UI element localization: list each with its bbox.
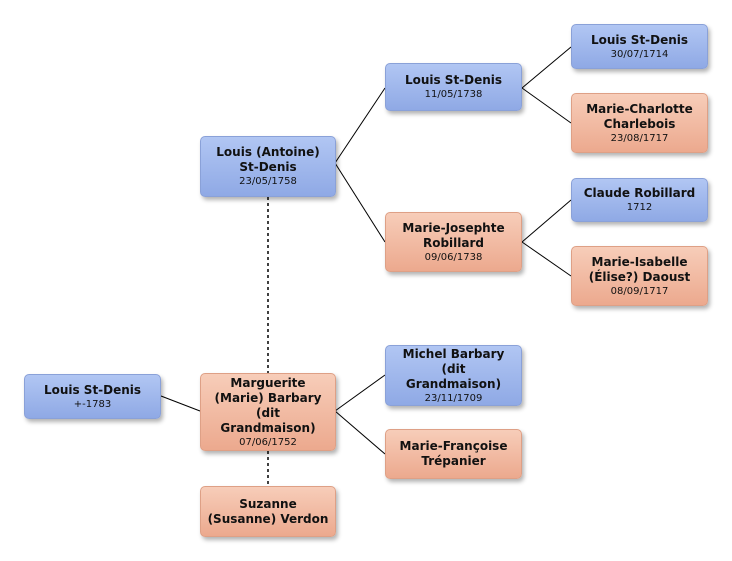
person-name: Marie-Charlotte Charlebois: [586, 101, 693, 131]
connector-father-patgm: [334, 162, 386, 243]
person-date: 1712: [626, 202, 653, 213]
connector-root-mother: [160, 395, 201, 412]
person-date: 11/05/1738: [424, 89, 483, 100]
person-name: Marie-Josephte Robillard: [402, 220, 505, 250]
connector-patgm-ggf2: [521, 199, 572, 243]
person-name: Marie-Françoise Trépanier: [399, 439, 508, 468]
person-node-pat-grandfather[interactable]: Louis St-Denis 11/05/1738: [385, 63, 522, 111]
person-date: 23/08/1717: [610, 132, 669, 144]
person-node-ggf1[interactable]: Louis St-Denis 30/07/1714: [571, 24, 708, 69]
person-node-pat-grandmother[interactable]: Marie-Josephte Robillard 09/06/1738: [385, 212, 522, 272]
person-node-other-spouse[interactable]: Suzanne (Susanne) Verdon: [200, 486, 336, 537]
person-date: 07/06/1752: [239, 436, 297, 448]
person-date: 09/06/1738: [424, 251, 483, 263]
connector-mother-matgm: [334, 410, 386, 455]
person-date: 23/11/1709: [424, 392, 483, 404]
connector-mother-matgf: [334, 374, 386, 412]
person-node-ggm2[interactable]: Marie-Isabelle (Élise?) Daoust 08/09/171…: [571, 246, 708, 306]
person-name: Marguerite (Marie) Barbary (dit Grandmai…: [214, 375, 322, 435]
person-name: Suzanne (Susanne) Verdon: [207, 496, 329, 526]
connector-patgf-ggm1: [521, 87, 572, 124]
person-name: Louis (Antoine) St-Denis: [216, 145, 320, 174]
person-node-root[interactable]: Louis St-Denis +-1783: [24, 374, 161, 419]
person-name: Louis St-Denis: [590, 32, 689, 47]
person-date: 30/07/1714: [610, 48, 669, 60]
person-date: 08/09/1717: [610, 285, 669, 297]
person-node-father[interactable]: Louis (Antoine) St-Denis 23/05/1758: [200, 136, 336, 197]
connector-father-patgf: [334, 87, 386, 164]
person-name: Louis St-Denis: [43, 382, 142, 397]
person-date: +-1783: [73, 398, 112, 410]
connector-patgm-ggm2: [521, 241, 572, 277]
person-node-mother[interactable]: Marguerite (Marie) Barbary (dit Grandmai…: [200, 373, 336, 451]
person-node-ggm1[interactable]: Marie-Charlotte Charlebois 23/08/1717: [571, 93, 708, 153]
person-node-mat-grandmother[interactable]: Marie-Françoise Trépanier: [385, 429, 522, 479]
person-date: 23/05/1758: [239, 176, 297, 187]
person-node-mat-grandfather[interactable]: Michel Barbary (dit Grandmaison) 23/11/1…: [385, 345, 522, 406]
person-name: Claude Robillard: [583, 186, 696, 200]
person-name: Marie-Isabelle (Élise?) Daoust: [588, 254, 691, 284]
connector-patgf-ggf1: [521, 46, 572, 89]
person-name: Michel Barbary (dit Grandmaison): [402, 346, 505, 391]
person-name: Louis St-Denis: [404, 73, 503, 87]
person-node-ggf2[interactable]: Claude Robillard 1712: [571, 178, 708, 222]
